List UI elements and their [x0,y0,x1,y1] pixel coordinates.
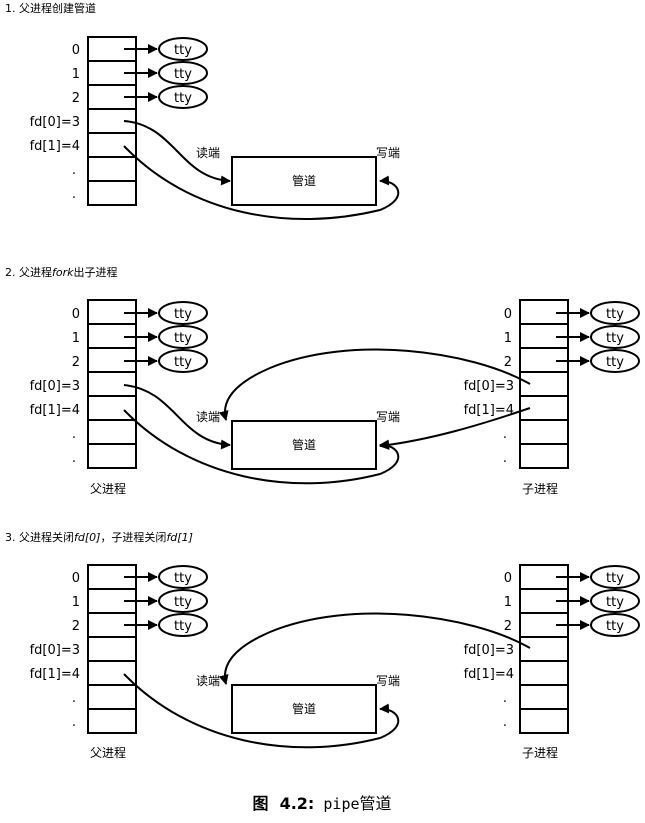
tty-label: tty [174,571,192,586]
fd-label-1: 1 [72,595,80,610]
fd-label-1: 1 [72,331,80,346]
tty-label: tty [606,307,624,322]
fd-label-3: fd[0]=3 [30,379,80,394]
tty-group-1 [124,37,208,109]
tty-label: tty [174,355,192,370]
pipe-box-3 [231,684,377,734]
fd-label-1: 1 [504,595,512,610]
child-read-arrow-2 [218,348,531,421]
fd-label-0: 0 [72,307,80,322]
tty-label: tty [174,307,192,322]
pipe-box-2 [231,420,377,470]
fd-label-3: fd[0]=3 [464,379,514,394]
tty-label: tty [174,619,192,634]
fd-dot: . [72,427,76,442]
tty-label: tty [174,91,192,106]
fd-dot: . [503,427,507,442]
tty-label: tty [606,571,624,586]
parent-read-arrow-2 [123,384,231,450]
pipe-label: 管道 [292,437,316,452]
fd-label-1: 1 [504,331,512,346]
tty-label: tty [606,355,624,370]
tty-label: tty [174,595,192,610]
child-write-arrow-2 [379,407,531,450]
fd-label-4: fd[1]=4 [30,139,80,154]
fd-label-2: 2 [72,619,80,634]
tty-label: tty [174,43,192,58]
fd-label-3: fd[0]=3 [464,643,514,658]
fd-dot: . [72,163,76,178]
write-end-label: 写端 [376,146,400,160]
step2-heading: 2. 父进程fork出子进程 [5,265,118,279]
fd-label-1: 1 [72,67,80,82]
tty-label: tty [174,67,192,82]
fd-label-2: 2 [504,619,512,634]
fd-dot: . [72,451,76,466]
fd-label-4: fd[1]=4 [464,403,514,418]
child-read-arrow-3 [218,612,531,685]
tty-group-2c [556,301,640,373]
read-end-label: 读端 [196,146,220,160]
step1-heading: 1. 父进程创建管道 [5,1,96,15]
fd-table-parent-2 [87,299,137,469]
fd-table-child-3 [519,564,569,734]
parent-process-label: 父进程 [90,481,126,496]
read-end-label: 读端 [196,410,220,424]
write-arrow-1 [123,145,400,221]
write-end-label: 写端 [376,674,400,688]
step3-heading: 3. 父进程关闭fd[0]，子进程关闭fd[1] [5,530,193,544]
fd-dot: . [503,715,507,730]
tty-label: tty [606,595,624,610]
parent-write-arrow-3 [123,673,400,749]
tty-group-2p [124,301,208,373]
fd-dot: . [503,451,507,466]
read-end-label: 读端 [196,674,220,688]
tty-label: tty [606,331,624,346]
fd-label-0: 0 [72,43,80,58]
figure-caption: 图 4.2: pipe管道 [252,794,391,813]
tty-label: tty [174,331,192,346]
write-end-label: 写端 [376,410,400,424]
child-process-label: 子进程 [522,481,558,496]
read-arrow-1 [123,120,231,186]
fd-label-2: 2 [72,355,80,370]
pipe-label: 管道 [292,173,316,188]
child-process-label: 子进程 [522,745,558,760]
pipe-box-1 [231,156,377,206]
tty-group-3p [124,565,208,637]
fd-label-2: 2 [72,91,80,106]
tty-group-3c [556,565,640,637]
fd-label-3: fd[0]=3 [30,643,80,658]
pipe-label: 管道 [292,701,316,716]
fd-table-child-2 [519,299,569,469]
fd-label-4: fd[1]=4 [30,403,80,418]
fd-label-0: 0 [504,307,512,322]
fd-dot: . [72,715,76,730]
fd-label-2: 2 [504,355,512,370]
parent-process-label: 父进程 [90,745,126,760]
fd-label-4: fd[1]=4 [464,667,514,682]
parent-write-arrow-2 [123,409,400,485]
fd-dot: . [72,691,76,706]
fd-label-0: 0 [504,571,512,586]
fd-label-4: fd[1]=4 [30,667,80,682]
fd-table-parent-3 [87,564,137,734]
tty-label: tty [606,619,624,634]
fd-dot: . [503,691,507,706]
fd-label-3: fd[0]=3 [30,115,80,130]
fd-dot: . [72,187,76,202]
fd-label-0: 0 [72,571,80,586]
